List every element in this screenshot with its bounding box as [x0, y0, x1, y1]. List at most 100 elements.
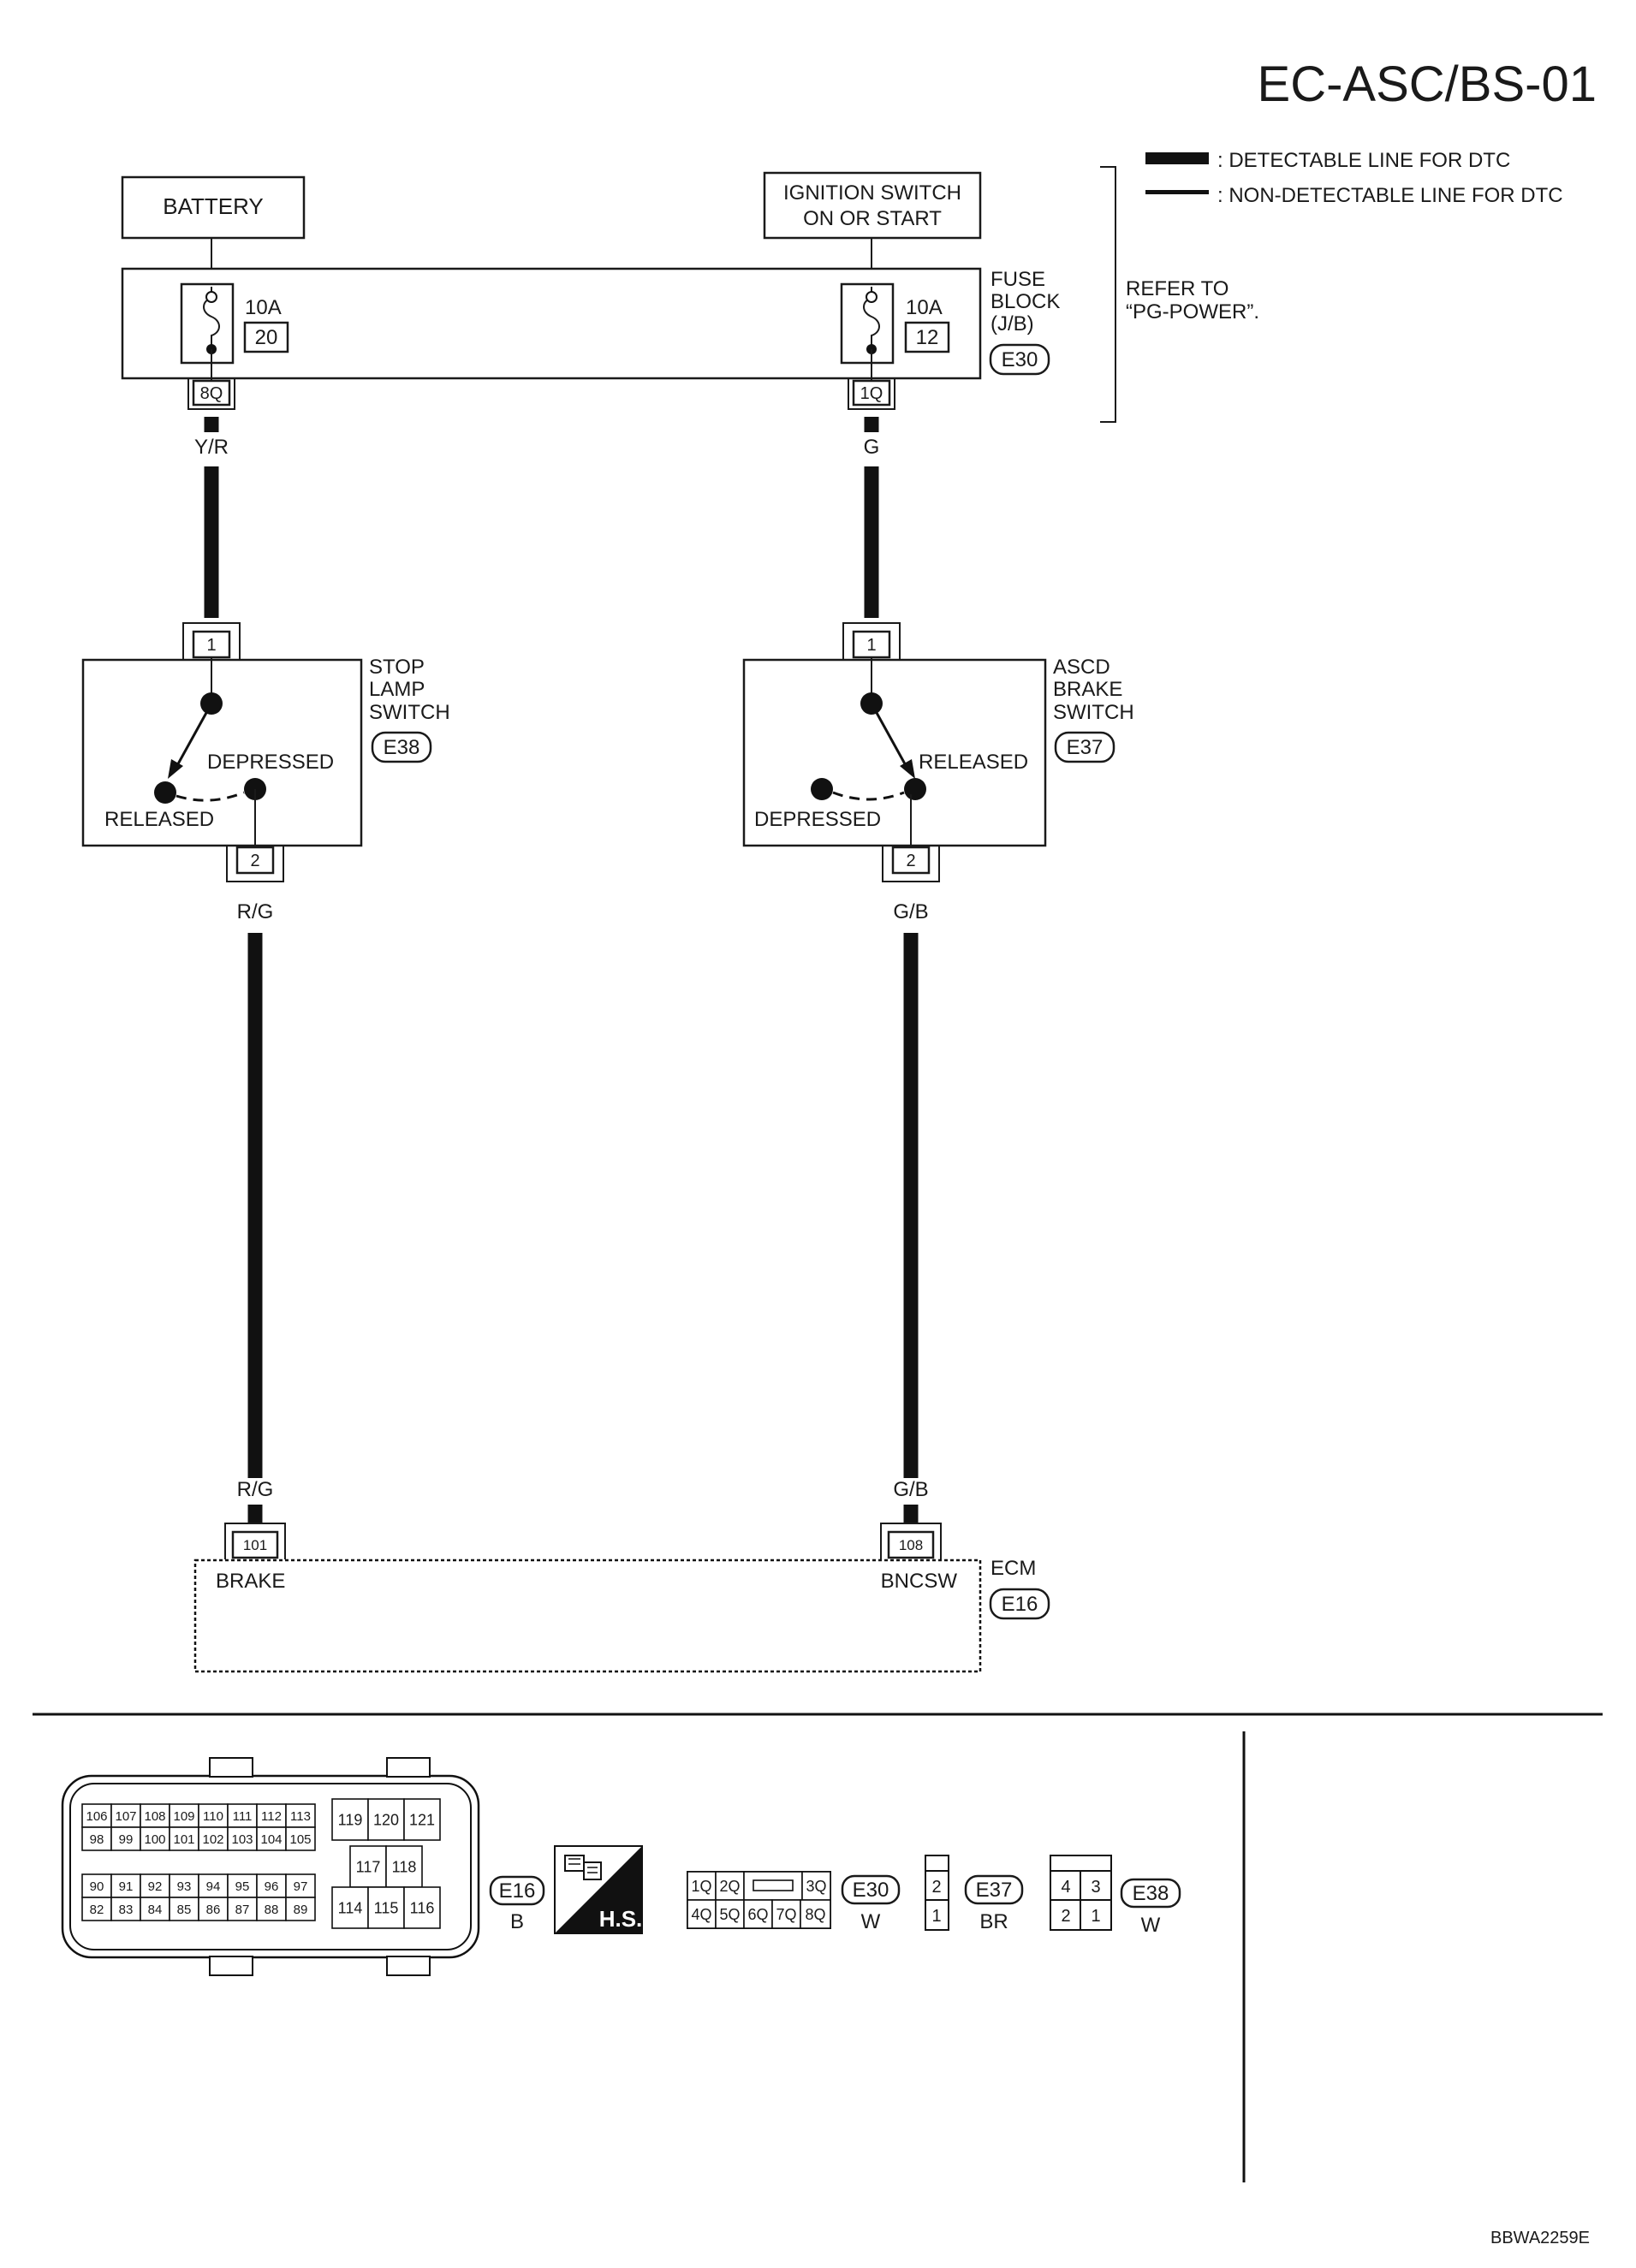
- ecm-name: ECM: [991, 1557, 1036, 1580]
- pin-cell: [169, 1897, 199, 1921]
- pin-cell: [256, 1873, 287, 1898]
- e30-color: W: [861, 1910, 881, 1933]
- pin-cell: [110, 1826, 141, 1851]
- harness-side-icon: H.S.: [554, 1845, 643, 1934]
- detectable-line-swatch: [1145, 152, 1209, 164]
- pin-label: 120: [373, 1811, 399, 1828]
- pin-cell: [81, 1826, 112, 1851]
- e37-pin-bottom: 1: [931, 1907, 941, 1926]
- ascd-name2: BRAKE: [1053, 678, 1122, 701]
- stop-lamp-released: RELEASED: [104, 808, 214, 831]
- pin-label: 5Q: [719, 1906, 740, 1923]
- stop-lamp-depressed: DEPRESSED: [207, 751, 334, 774]
- pin-label: 109: [173, 1809, 194, 1824]
- pin-label: 118: [392, 1858, 417, 1875]
- ascd-name3: SWITCH: [1053, 701, 1134, 724]
- page-title: EC-ASC/BS-01: [1258, 56, 1597, 112]
- pin-label: 82: [90, 1903, 104, 1917]
- stop-lamp-pin-2: 2: [250, 852, 259, 870]
- pin-label: 121: [409, 1811, 435, 1828]
- pin-cell: [285, 1803, 316, 1828]
- pin-label: 6Q: [747, 1906, 768, 1923]
- wire-label-gb-bottom: G/B: [893, 1478, 928, 1501]
- pin-label: 115: [374, 1899, 399, 1916]
- pin-cell: [687, 1899, 717, 1929]
- pin-label: 87: [235, 1903, 250, 1917]
- pin-label: 103: [231, 1832, 253, 1847]
- pin-cell: [800, 1899, 831, 1929]
- ecm-pin-101: 101: [243, 1537, 267, 1553]
- e38-id: E38: [1133, 1882, 1169, 1905]
- ascd-pin-1: 1: [866, 636, 876, 655]
- pin-label: 93: [177, 1879, 192, 1894]
- fuse-block: 10A 20 10A 12 FUSE BLOCK (J/B) E30: [121, 267, 1060, 385]
- legend-non-detectable: : NON-DETECTABLE LINE FOR DTC: [1217, 184, 1563, 207]
- hs-label: H.S.: [599, 1906, 643, 1932]
- pin-label: 97: [294, 1879, 308, 1894]
- e38-pin-2: 2: [1061, 1907, 1070, 1926]
- e38-pin-4: 4: [1061, 1878, 1070, 1897]
- pin-label: 4Q: [691, 1906, 711, 1923]
- ecm-brake-label: BRAKE: [216, 1570, 285, 1593]
- pin-cell: [140, 1897, 170, 1921]
- e37-pin-top: 2: [931, 1878, 941, 1897]
- connector-e37: 2 1: [925, 1855, 949, 1931]
- stop-lamp-name3: SWITCH: [369, 701, 450, 724]
- non-detectable-line-swatch: [1145, 190, 1209, 194]
- pin-label: 116: [410, 1899, 435, 1916]
- pin-label: 114: [338, 1899, 363, 1916]
- e37-color: BR: [979, 1910, 1008, 1933]
- pin-label: 112: [261, 1809, 282, 1824]
- ecm: 101 108 BRAKE BNCSW ECM E16: [193, 1523, 1050, 1673]
- pin-cell: [285, 1826, 316, 1851]
- pin-label: 90: [90, 1879, 104, 1894]
- ecm-pin-108: 108: [899, 1537, 923, 1553]
- pin-label: 111: [233, 1809, 253, 1824]
- stop-lamp-connector: E38: [384, 736, 420, 759]
- pin-label: 94: [206, 1879, 221, 1894]
- pin-label: 86: [206, 1903, 221, 1917]
- e30-id: E30: [853, 1879, 889, 1902]
- pin-label: 85: [177, 1903, 192, 1917]
- fuse-right-rating: 10A: [906, 296, 943, 319]
- pin-label: 88: [265, 1903, 279, 1917]
- pin-cell: [715, 1899, 745, 1929]
- terminal-1q: 1Q: [848, 378, 895, 410]
- wire-label-yr: Y/R: [194, 436, 229, 459]
- pin-cell: [743, 1899, 773, 1929]
- ascd-pin-2: 2: [906, 852, 915, 870]
- pin-cell: [81, 1803, 112, 1828]
- pin-cell: [285, 1873, 316, 1898]
- ascd-depressed: DEPRESSED: [754, 808, 881, 831]
- pin-label: 91: [119, 1879, 134, 1894]
- pin-cell: [771, 1899, 801, 1929]
- pin-label: 3Q: [806, 1878, 826, 1895]
- pin-label: 8Q: [805, 1906, 825, 1923]
- wire-label-gb-top: G/B: [893, 900, 928, 923]
- pin-label: 102: [202, 1832, 223, 1847]
- pin-cell: [403, 1798, 441, 1841]
- fuse-block-name1: FUSE: [991, 268, 1045, 291]
- connector-e16-tag: E16 B: [489, 1875, 545, 1933]
- pin-label: 105: [289, 1832, 311, 1847]
- pin-cell: [801, 1871, 831, 1901]
- pin-label: 83: [119, 1903, 134, 1917]
- wire-label-rg-bottom: R/G: [237, 1478, 274, 1501]
- pin-cell: [367, 1886, 405, 1929]
- connector-e38-tag: E38 W: [1120, 1878, 1181, 1937]
- battery: BATTERY: [121, 175, 306, 240]
- pin-label: 108: [144, 1809, 165, 1824]
- pin-label: 84: [148, 1903, 163, 1917]
- e16-id: E16: [499, 1879, 536, 1903]
- pin-label: 99: [119, 1832, 134, 1847]
- pin-cell: [227, 1803, 258, 1828]
- refer-label: REFER TO: [1126, 277, 1228, 300]
- stop-lamp-name1: STOP: [369, 656, 425, 679]
- ecm-connector: E16: [1002, 1593, 1038, 1616]
- pin-label: 117: [356, 1858, 381, 1875]
- e38-color: W: [1141, 1914, 1161, 1937]
- pin-cell: [81, 1897, 112, 1921]
- connector-e30-tag: E30 W: [841, 1874, 901, 1933]
- ascd-brake-switch: 1 RELEASED DEPRESSED ASCD BRAKE SWITCH E…: [742, 622, 1134, 882]
